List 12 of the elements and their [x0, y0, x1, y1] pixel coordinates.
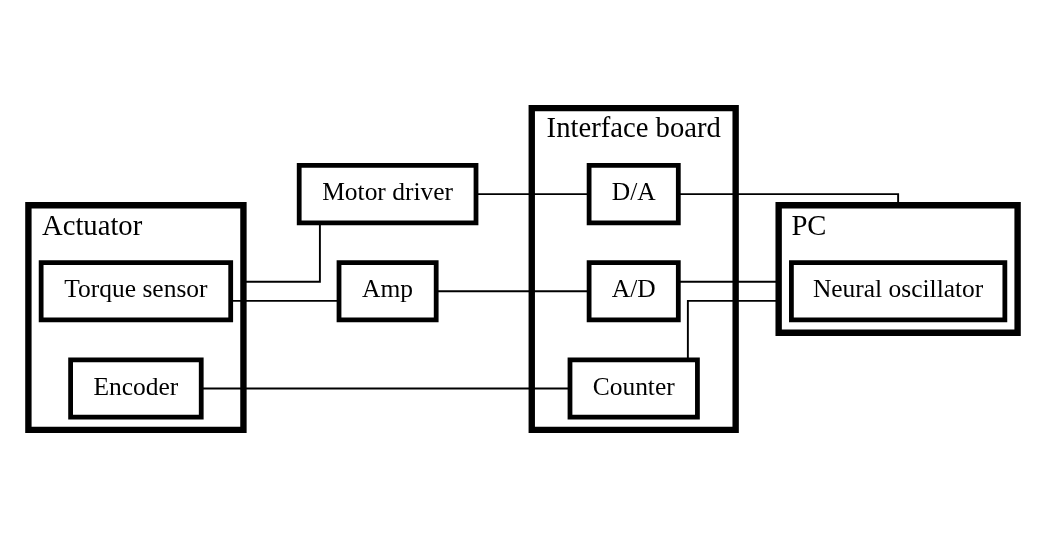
node-box: Motor driver	[296, 162, 479, 225]
node-box: Torque sensor	[38, 259, 234, 322]
node-box: Neural oscillator	[789, 259, 1008, 322]
connector	[200, 387, 571, 389]
node-box: Amp	[336, 259, 439, 322]
connector	[435, 289, 590, 292]
node-box: D/A	[586, 162, 681, 225]
connector	[475, 192, 590, 195]
connector	[230, 299, 340, 302]
node-box: A/D	[586, 259, 681, 322]
node-box: Encoder	[68, 356, 204, 420]
node-box: Counter	[567, 356, 700, 420]
